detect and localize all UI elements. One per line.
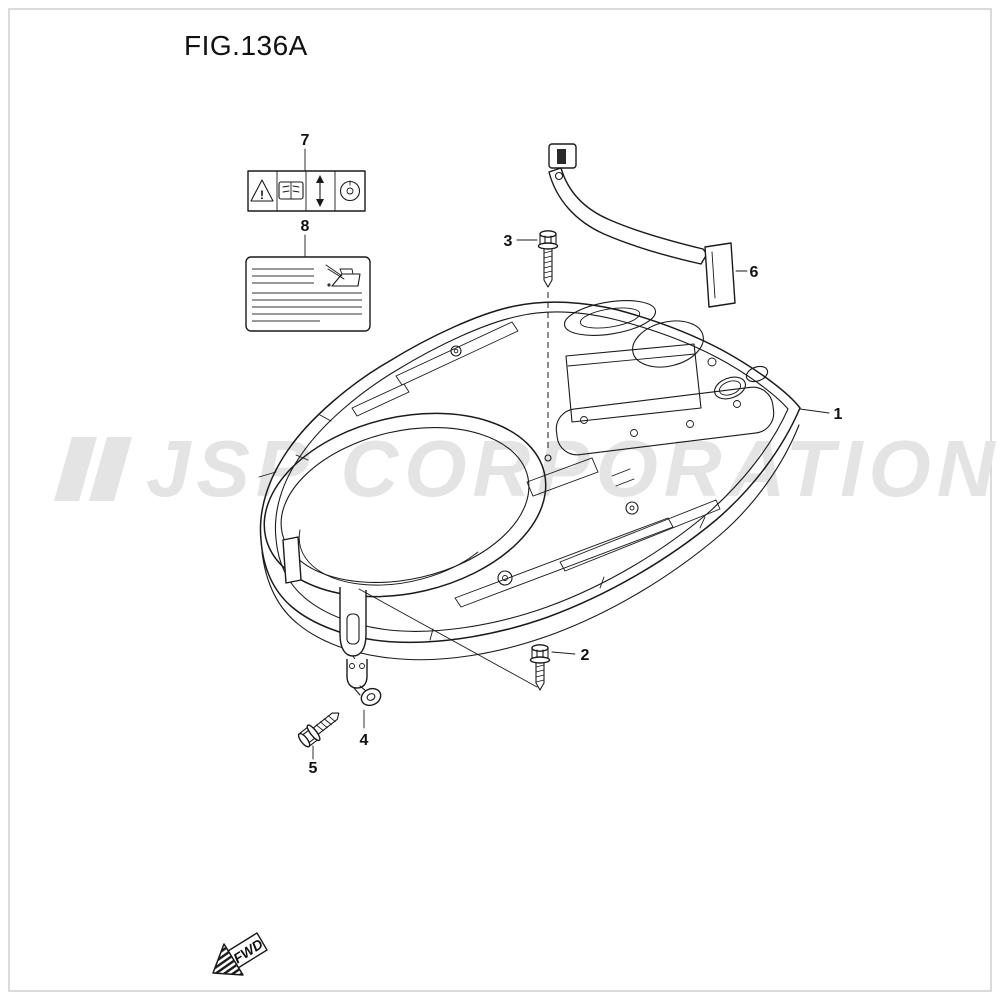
updown-arrow-icon bbox=[316, 175, 324, 207]
part-3-bolt bbox=[537, 230, 559, 462]
part-5-bolt bbox=[297, 712, 340, 748]
callout-8: 8 bbox=[301, 218, 310, 235]
svg-text:!: ! bbox=[260, 188, 264, 202]
part-2-bolt bbox=[529, 644, 551, 691]
watermark-logo-icon bbox=[54, 437, 132, 501]
manual-book-icon bbox=[278, 181, 304, 200]
part-1-housing bbox=[258, 300, 801, 661]
page-border bbox=[8, 8, 992, 992]
part-6-bracket bbox=[548, 143, 736, 308]
fwd-arrowhead bbox=[212, 943, 244, 976]
callout-leader-lines bbox=[304, 148, 830, 760]
callout-3: 3 bbox=[504, 233, 513, 250]
callout-7: 7 bbox=[301, 132, 310, 149]
callout-6: 6 bbox=[750, 264, 759, 281]
oil-can-icon bbox=[325, 264, 361, 287]
callout-5: 5 bbox=[309, 760, 318, 777]
watermark-text: JSP CORPORATION bbox=[146, 424, 1000, 513]
oil-circle-icon bbox=[339, 180, 361, 202]
figure-title: FIG.136A bbox=[184, 30, 308, 61]
caution-label-plate: ! bbox=[247, 170, 366, 212]
fwd-arrow: FWD bbox=[212, 932, 268, 976]
callout-4: 4 bbox=[360, 732, 369, 749]
leader-line-bolt2 bbox=[358, 588, 538, 688]
part-4-clamp bbox=[346, 655, 382, 707]
callouts: 1 2 3 4 5 6 7 8 bbox=[301, 132, 843, 777]
callout-1: 1 bbox=[834, 406, 843, 423]
callout-2: 2 bbox=[581, 647, 590, 664]
warning-triangle-icon: ! bbox=[250, 179, 274, 202]
oil-label-plate bbox=[245, 256, 371, 332]
